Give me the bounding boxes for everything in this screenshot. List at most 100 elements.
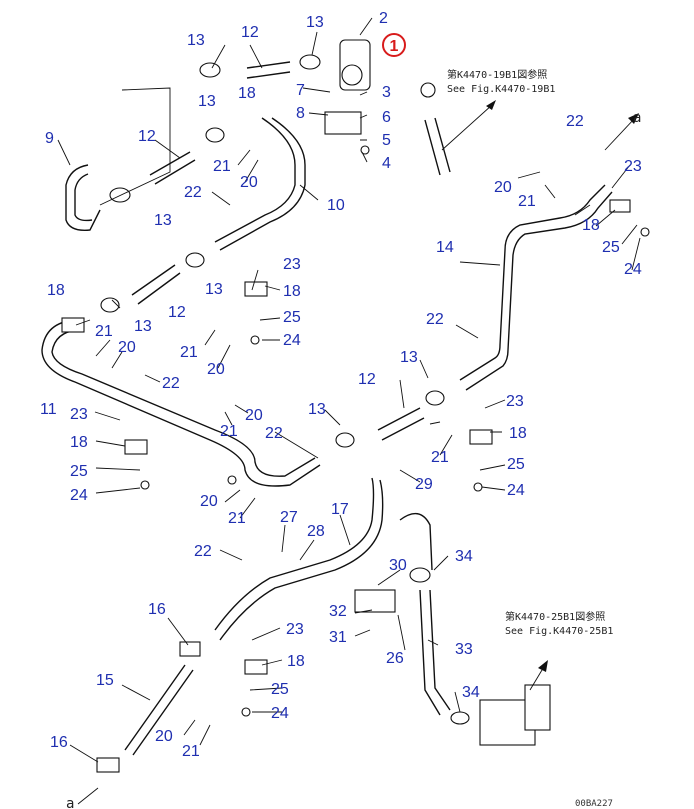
callout-18: 18: [283, 283, 301, 300]
callout-23: 23: [286, 621, 304, 638]
callout-15: 15: [96, 672, 114, 689]
clamp-13c: [205, 127, 225, 143]
drawing-code: 00BA227: [575, 799, 613, 809]
callout-24: 24: [271, 705, 289, 722]
callout-14: 14: [436, 239, 454, 256]
bracket-26: [354, 589, 396, 613]
clamp-13e: [185, 252, 205, 268]
callout-3: 3: [382, 84, 391, 101]
callouts: 13 12 13 2 13 18 7 3 8 6 5 4 9 12 21 20 …: [40, 10, 642, 760]
nut-24c: [473, 482, 483, 492]
bracket-6: [324, 111, 362, 135]
callout-2: 2: [379, 10, 388, 27]
callout-21: 21: [180, 344, 198, 361]
callout-25: 25: [271, 681, 289, 698]
callout-11: 11: [40, 401, 57, 418]
callout-24: 24: [624, 261, 642, 278]
pipe-14-edge: [465, 191, 613, 391]
callout-22: 22: [162, 375, 180, 392]
hose-9: [65, 164, 101, 231]
pipe-11: [41, 319, 321, 487]
callout-21: 21: [228, 510, 246, 527]
clamp-34b: [450, 711, 470, 725]
callout-18: 18: [47, 282, 65, 299]
leader-lines: [57, 17, 641, 763]
callout-13: 13: [306, 14, 324, 31]
callout-21: 21: [431, 449, 449, 466]
pipe-10-edge: [219, 117, 306, 251]
callout-21: 21: [518, 193, 536, 210]
hose-33: [419, 589, 451, 716]
arrow-letter-top: a: [633, 110, 641, 126]
ref-text-bottom-en: See Fig.K4470-25B1: [505, 626, 613, 637]
nut-24b: [140, 480, 150, 490]
nut-24d: [241, 707, 251, 717]
callout-9: 9: [45, 130, 54, 147]
callout-20: 20: [240, 174, 258, 191]
item-1-marker: 1: [382, 33, 406, 57]
callout-13: 13: [134, 318, 152, 335]
callout-17: 17: [331, 501, 349, 518]
callout-10: 10: [327, 197, 345, 214]
callout-5: 5: [382, 132, 391, 149]
callout-32: 32: [329, 603, 347, 620]
pipes-and-hoses: [41, 61, 613, 756]
clamp-34: [409, 567, 431, 583]
ref-arrow-19b1: [441, 104, 493, 151]
callout-23: 23: [283, 256, 301, 273]
callout-34: 34: [462, 684, 480, 701]
callout-31: 31: [329, 629, 347, 646]
callout-21: 21: [220, 423, 238, 440]
callout-20: 20: [155, 728, 173, 745]
callout-26: 26: [386, 650, 404, 667]
ref-text-top-en: See Fig.K4470-19B1: [447, 84, 555, 95]
callout-12: 12: [138, 128, 156, 145]
hose-12-left: [149, 151, 196, 185]
callout-34: 34: [455, 548, 473, 565]
callout-23: 23: [70, 406, 88, 423]
callout-12: 12: [241, 24, 259, 41]
callout-21: 21: [182, 743, 200, 760]
callout-18: 18: [509, 425, 527, 442]
callout-20: 20: [494, 179, 512, 196]
plate-k4470-25b1: [524, 684, 551, 731]
pipe-14: [459, 184, 606, 381]
clamp-13b: [299, 54, 321, 70]
callout-28: 28: [307, 523, 325, 540]
callout-23: 23: [506, 393, 524, 410]
ref-arrow-25b1-head: [538, 660, 548, 672]
clamp-16a: [179, 641, 201, 657]
hose-17: [214, 477, 375, 631]
hose-9-edge: [74, 173, 93, 222]
arrow-a-top-head: [628, 113, 639, 124]
callout-18: 18: [238, 85, 256, 102]
callout-24: 24: [507, 482, 525, 499]
hose-17-edge: [219, 479, 384, 641]
parts: [61, 39, 650, 773]
callout-25: 25: [507, 456, 525, 473]
reference-arrows: [77, 100, 639, 805]
callout-13: 13: [205, 281, 223, 298]
clamp-13a: [199, 62, 221, 78]
callout-29: 29: [415, 476, 433, 493]
callout-13: 13: [198, 93, 216, 110]
callout-4: 4: [382, 155, 391, 172]
callout-20: 20: [207, 361, 225, 378]
clamp-13h: [425, 390, 445, 406]
clamp-13d: [109, 187, 131, 203]
callout-13: 13: [154, 212, 172, 229]
callout-16: 16: [50, 734, 68, 751]
hose-12-right: [377, 407, 425, 441]
callout-6: 6: [382, 109, 391, 126]
callout-7: 7: [296, 82, 305, 99]
hose-29: [399, 512, 433, 571]
cap-ref: [420, 82, 436, 98]
callout-24: 24: [70, 487, 88, 504]
nut-4: [360, 145, 370, 155]
bracket-18d: [469, 429, 493, 445]
callout-18: 18: [70, 434, 88, 451]
callout-21: 21: [213, 158, 231, 175]
bracket-18f: [609, 199, 631, 213]
callout-21: 21: [95, 323, 113, 340]
callout-24: 24: [283, 332, 301, 349]
